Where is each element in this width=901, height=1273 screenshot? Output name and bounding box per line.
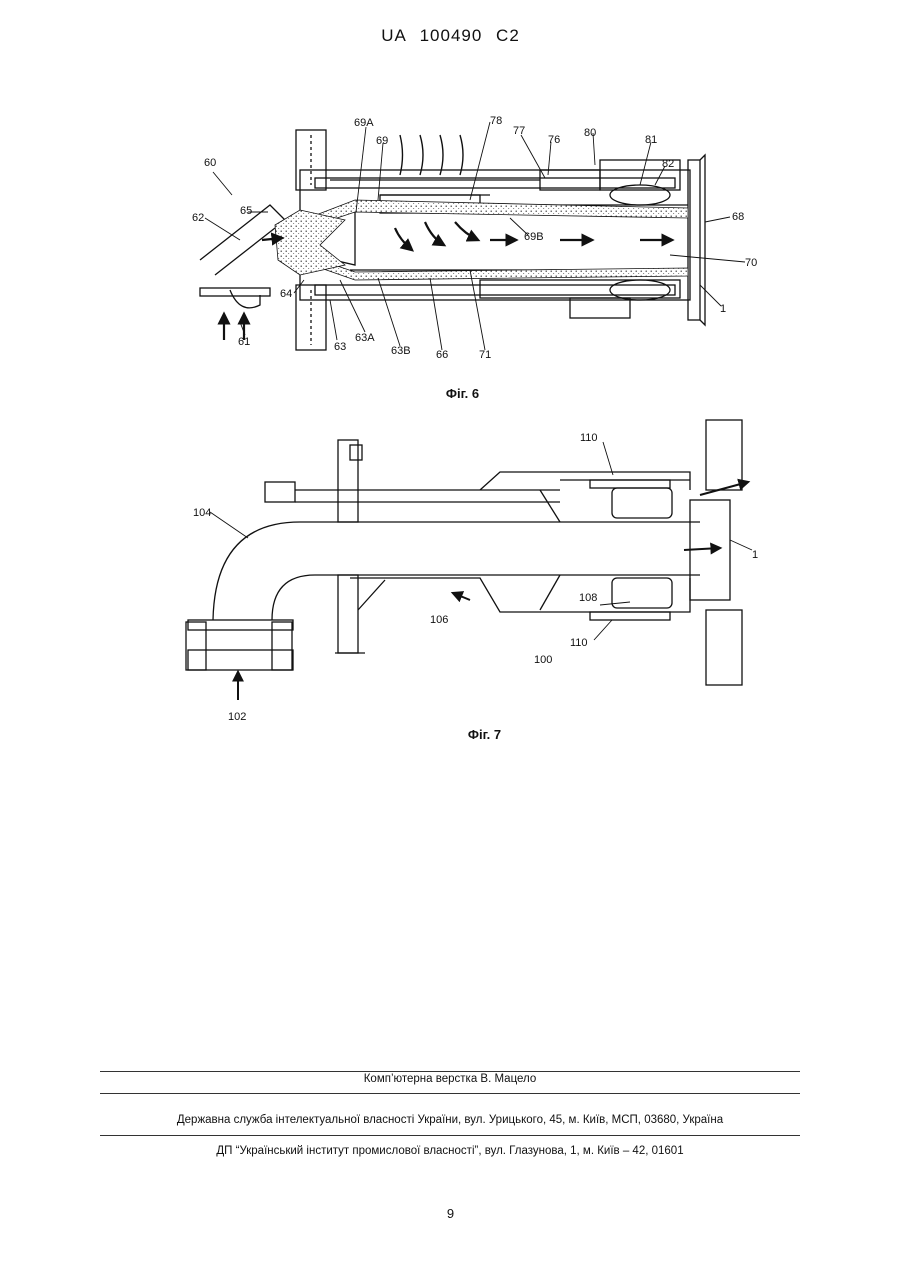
label-1: 1 xyxy=(752,549,758,561)
label-70: 70 xyxy=(745,257,757,269)
label-108: 108 xyxy=(579,592,597,604)
figure-6-caption: Фіг. 6 xyxy=(12,386,901,401)
label-60: 60 xyxy=(204,157,216,169)
layout-credit: Комп’ютерна верстка В. Мацело xyxy=(100,1073,800,1085)
label-82: 82 xyxy=(662,158,674,170)
label-81: 81 xyxy=(645,134,657,146)
label-68: 68 xyxy=(732,211,744,223)
figure-7-drawing: 110 104 1 108 106 110 100 102 xyxy=(0,410,901,730)
label-76: 76 xyxy=(548,134,560,146)
figure-6-drawing: 60 62 65 64 61 63 63A 63B 66 71 69A 69 7… xyxy=(0,100,901,390)
label-80: 80 xyxy=(584,127,596,139)
label-104: 104 xyxy=(193,507,211,519)
label-71: 71 xyxy=(479,349,491,361)
institute-address: ДП “Український інститут промислової вла… xyxy=(100,1145,800,1157)
page-number: 9 xyxy=(0,1206,901,1221)
label-106: 106 xyxy=(430,614,448,626)
label-66: 66 xyxy=(436,349,448,361)
footer-rule-top xyxy=(100,1071,800,1072)
label-63a: 63A xyxy=(355,332,375,344)
label-100: 100 xyxy=(534,654,552,666)
label-61: 61 xyxy=(238,336,250,348)
label-63: 63 xyxy=(334,341,346,353)
label-69: 69 xyxy=(376,135,388,147)
figure-7: 110 104 1 108 106 110 100 102 xyxy=(0,410,901,730)
label-110-top: 110 xyxy=(580,432,598,444)
figure-6: 60 62 65 64 61 63 63A 63B 66 71 69A 69 7… xyxy=(0,100,901,390)
label-69a: 69A xyxy=(354,117,374,129)
label-69b: 69B xyxy=(524,231,544,243)
figure-7-caption: Фіг. 7 xyxy=(34,727,901,742)
label-102: 102 xyxy=(228,711,246,723)
label-64: 64 xyxy=(280,288,292,300)
footer-rule-bottom xyxy=(100,1135,800,1136)
publication-number: UA 100490 C2 xyxy=(0,26,901,46)
label-78: 78 xyxy=(490,115,502,127)
label-1: 1 xyxy=(720,303,726,315)
footer-rule-middle xyxy=(100,1093,800,1094)
label-65: 65 xyxy=(240,205,252,217)
office-address: Державна служба інтелектуальної власност… xyxy=(100,1114,800,1126)
label-110-bottom: 110 xyxy=(570,637,588,649)
label-77: 77 xyxy=(513,125,525,137)
label-62: 62 xyxy=(192,212,204,224)
label-63b: 63B xyxy=(391,345,411,357)
